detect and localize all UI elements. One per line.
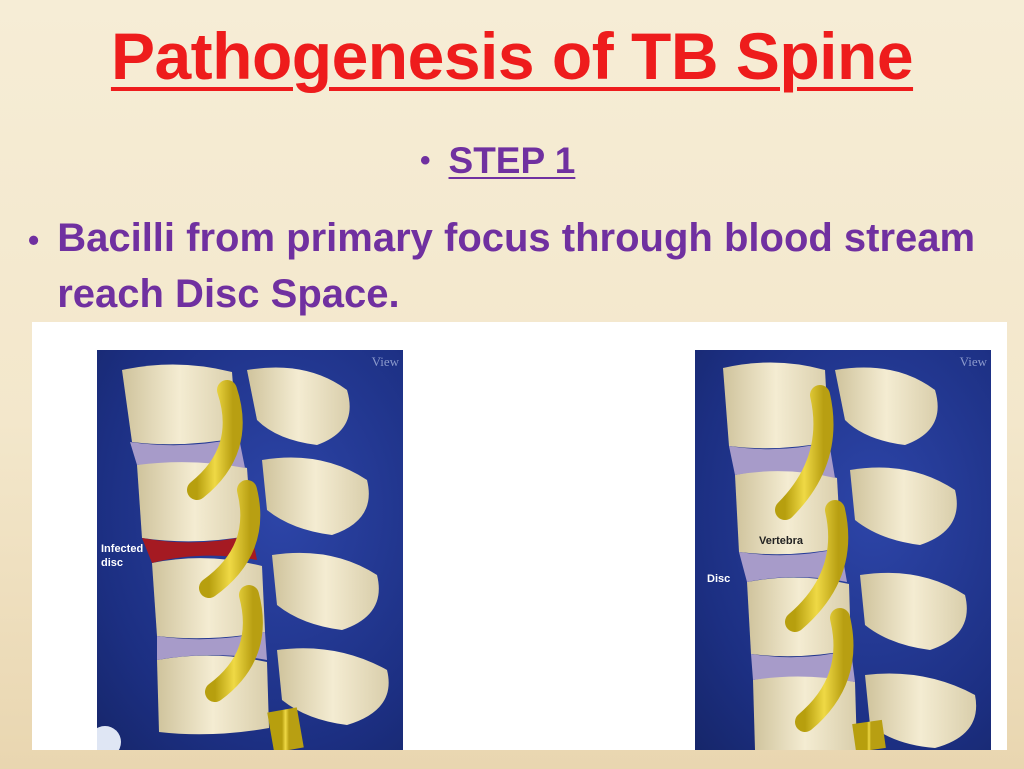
vertebra-body [723, 362, 829, 449]
bullet-point: • Bacilli from primary focus through blo… [28, 210, 998, 322]
spine-drawing [97, 364, 389, 750]
view-watermark: View [959, 354, 987, 369]
bullet-icon: • [28, 222, 40, 258]
intervertebral-disc [739, 548, 847, 582]
view-watermark: View [371, 354, 399, 369]
bullet-point-text: Bacilli from primary focus through blood… [57, 216, 976, 316]
corner-graphic [97, 726, 121, 750]
spine-illustration-normal: View Vertebra Disc [695, 350, 991, 750]
slide-title: Pathogenesis of TB Spine [110, 19, 914, 93]
figure-panel: View Infected disc [32, 322, 1007, 750]
disc-label: Disc [707, 573, 731, 585]
vertebra-body [152, 558, 265, 639]
bullet-icon: • [420, 144, 431, 177]
infected-disc-label: Infected disc [101, 543, 144, 569]
step-heading: • STEP 1 [420, 140, 575, 182]
vertebra-body [137, 460, 252, 542]
vertebra-label: Vertebra [759, 535, 804, 547]
vertebra-body [122, 364, 237, 445]
step-label: STEP 1 [448, 140, 576, 181]
spine-drawing [723, 362, 977, 750]
spine-illustration-infected: View Infected disc [97, 350, 403, 750]
